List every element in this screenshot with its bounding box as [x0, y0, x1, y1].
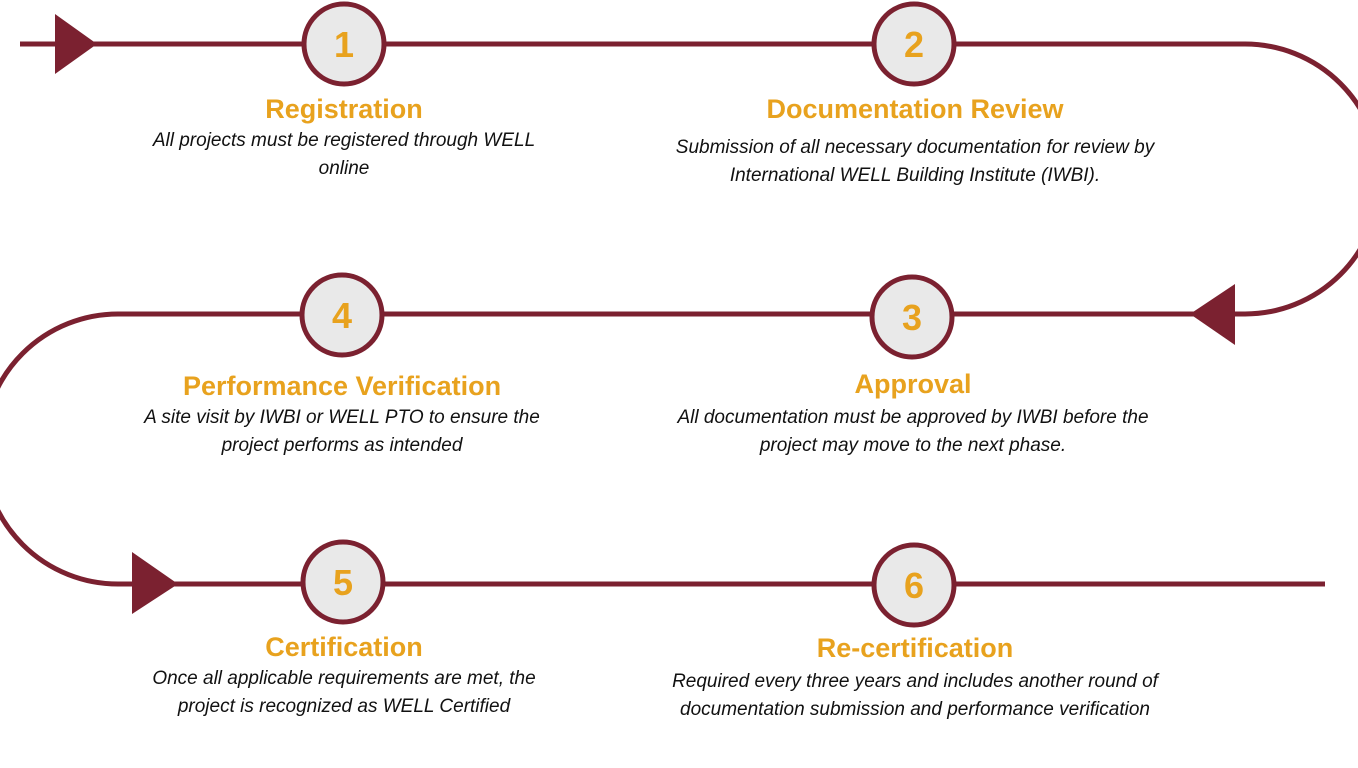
- step-description-2: Submission of all necessary documentatio…: [675, 137, 1155, 186]
- step-number-3: 3: [902, 297, 922, 338]
- step-number-1: 1: [334, 24, 354, 65]
- step-description-6: Required every three years and includes …: [672, 671, 1158, 720]
- step-number-2: 2: [904, 24, 924, 65]
- flow-path-middle: [0, 311, 1220, 587]
- step-6: Re-certification Required every three ye…: [664, 632, 1166, 724]
- step-node-4: 4: [299, 272, 385, 358]
- start-arrow-icon: [55, 14, 97, 74]
- step-title-6: Re-certification: [816, 633, 1014, 663]
- step-title-1: Registration: [265, 94, 423, 124]
- step-number-4: 4: [332, 295, 352, 336]
- step-number-5: 5: [333, 562, 353, 603]
- step-title-5: Certification: [265, 632, 423, 662]
- step-node-2: 2: [871, 1, 957, 87]
- flow-path-top: [20, 41, 1358, 317]
- step-title-4: Performance Verification: [182, 371, 502, 401]
- step-4: Performance Verification A site visit by…: [122, 370, 562, 460]
- step-description-4: A site visit by IWBI or WELL PTO to ensu…: [144, 407, 540, 456]
- step-description-5: Once all applicable requirements are met…: [152, 668, 536, 717]
- step-title-3: Approval: [854, 369, 972, 399]
- step-2: Documentation Review Submission of all n…: [664, 93, 1166, 190]
- step-description-3: All documentation must be approved by IW…: [677, 407, 1149, 456]
- right-arrow-icon: [132, 552, 178, 614]
- step-node-5: 5: [300, 539, 386, 625]
- step-description-1: All projects must be registered through …: [152, 130, 536, 179]
- step-5: Certification Once all applicable requir…: [124, 631, 564, 721]
- step-node-6: 6: [871, 542, 957, 628]
- left-arrow-icon: [1190, 284, 1235, 345]
- step-3: Approval All documentation must be appro…: [662, 368, 1164, 460]
- step-1: Registration All projects must be regist…: [134, 93, 554, 183]
- step-number-6: 6: [904, 565, 924, 606]
- step-node-1: 1: [301, 1, 387, 87]
- step-node-3: 3: [869, 274, 955, 360]
- step-title-2: Documentation Review: [766, 94, 1064, 124]
